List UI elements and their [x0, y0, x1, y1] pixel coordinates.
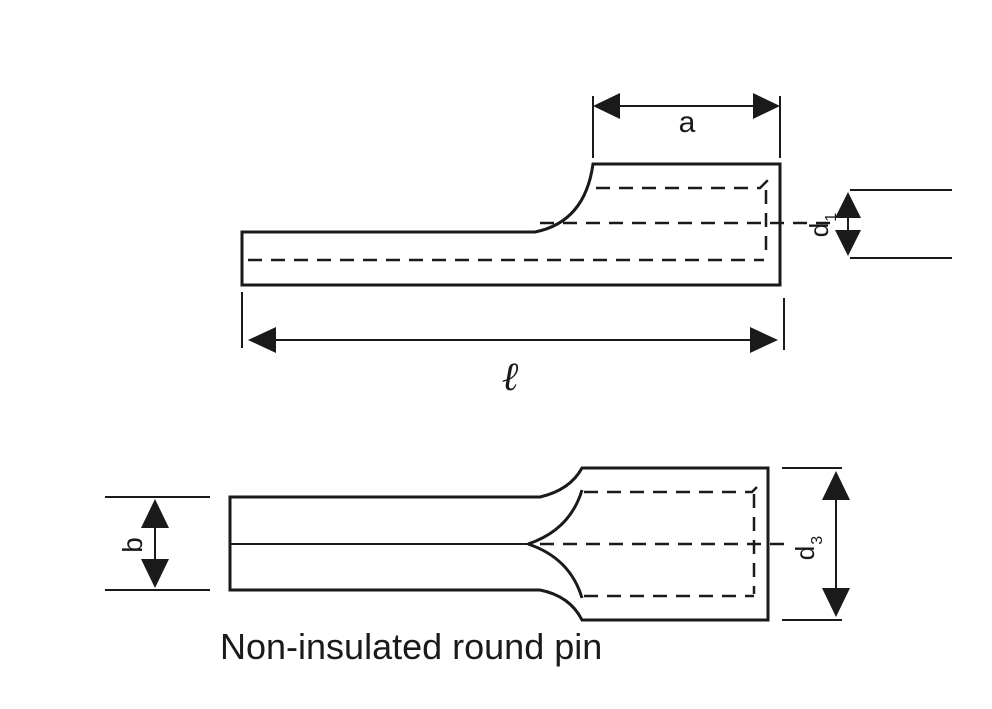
- label-b: b: [117, 537, 148, 553]
- crimp-cone: [527, 489, 584, 599]
- arrow-b-top: [141, 499, 169, 528]
- arrow-d1-top: [835, 192, 861, 218]
- bottom-view: b d3: [105, 466, 850, 622]
- arrow-a-right: [753, 93, 780, 119]
- arrow-a-left: [593, 93, 620, 119]
- arrow-l-left: [248, 327, 276, 353]
- pin-outline-top: [228, 466, 770, 622]
- label-a: a: [679, 106, 696, 139]
- hidden-bore-top: [596, 179, 769, 190]
- label-d1: d1: [804, 213, 840, 237]
- pin-outline-side: [240, 162, 782, 287]
- label-d3: d3: [790, 536, 826, 560]
- arrow-d3-bottom: [822, 588, 850, 617]
- arrow-d1-bottom: [835, 230, 861, 256]
- arrow-b-bottom: [141, 559, 169, 588]
- arrow-l-right: [750, 327, 778, 353]
- hidden-barrel-top: [584, 483, 761, 494]
- caption: Non-insulated round pin: [220, 626, 603, 667]
- arrow-d3-top: [822, 471, 850, 500]
- top-view: a ℓ d1: [240, 93, 952, 399]
- label-l: ℓ: [502, 354, 519, 399]
